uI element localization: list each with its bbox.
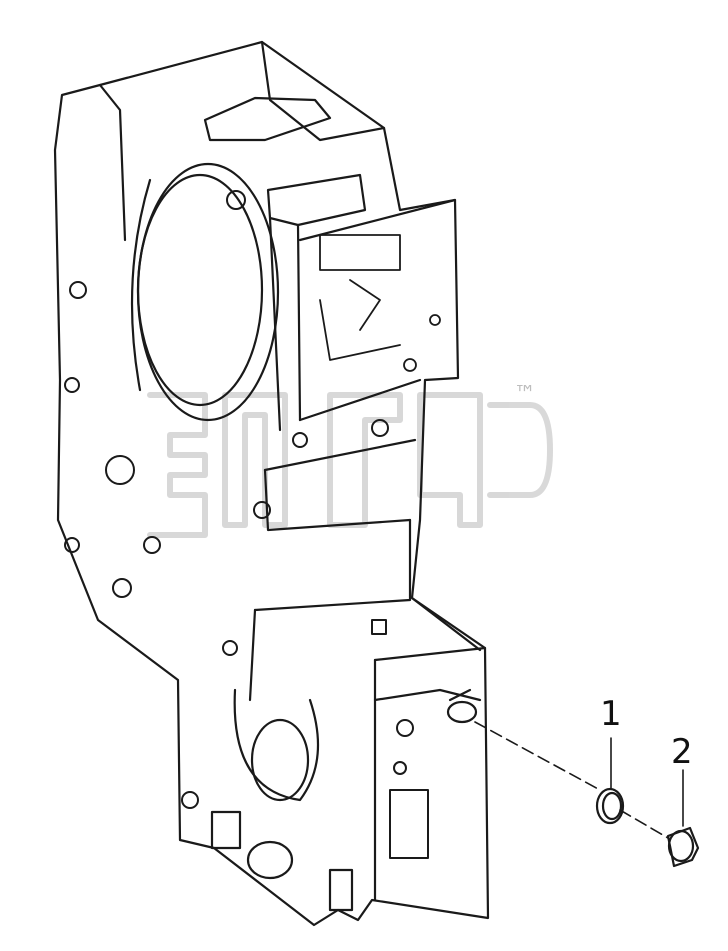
main-bore <box>130 162 280 422</box>
watermark-graphic <box>147 392 553 538</box>
bolt-holes <box>64 190 429 859</box>
o-ring-part <box>595 737 625 825</box>
valve-plate <box>319 234 441 372</box>
callout-1-label: 1 <box>600 694 622 734</box>
mounting-port <box>446 688 478 724</box>
assembly-leader-line <box>474 721 669 839</box>
plug-part <box>666 769 700 868</box>
callout-2-label: 2 <box>671 732 693 772</box>
bottom-fittings <box>210 810 354 912</box>
watermark-trademark: ™ <box>514 382 536 407</box>
lower-bore <box>233 688 320 802</box>
